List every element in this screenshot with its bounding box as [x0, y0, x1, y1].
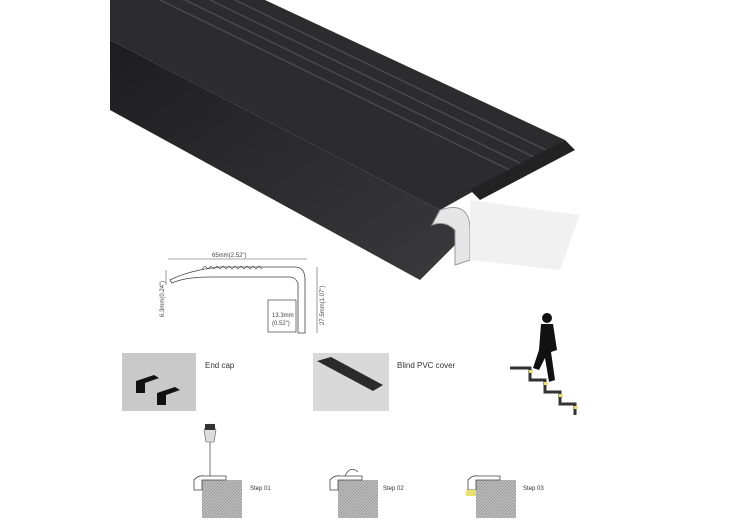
step-02-label: Step 02 — [383, 486, 404, 492]
installation-steps — [193, 423, 516, 518]
step-01-label: Step 01 — [250, 486, 271, 492]
channel-width-imperial-label: (0.52") — [272, 321, 290, 327]
channel-width-label: 13.3mm — [272, 313, 294, 319]
pvc-cover-thumbnail — [313, 353, 389, 411]
step-03-diagram — [466, 475, 516, 518]
step-01-diagram — [193, 423, 242, 518]
end-cap-label: End cap — [205, 361, 235, 370]
pvc-cover-label: Blind PVC cover — [397, 361, 456, 370]
width-dimension-label: 65mm(2.52") — [212, 253, 246, 259]
stair-illustration — [510, 313, 578, 415]
person-silhouette — [533, 313, 557, 382]
end-cap-thumbnail — [122, 353, 196, 411]
total-height-label: 27.5mm(1.07") — [320, 286, 326, 325]
step-02-diagram — [329, 468, 378, 518]
step-03-label: Step 03 — [523, 486, 544, 492]
lip-height-label: 6.3mm(0.24") — [160, 281, 166, 317]
cross-section-drawing: 65mm(2.52") 13.3mm (0.52") 6.3mm(0.24") … — [160, 253, 326, 334]
profile-photo — [110, 0, 580, 280]
